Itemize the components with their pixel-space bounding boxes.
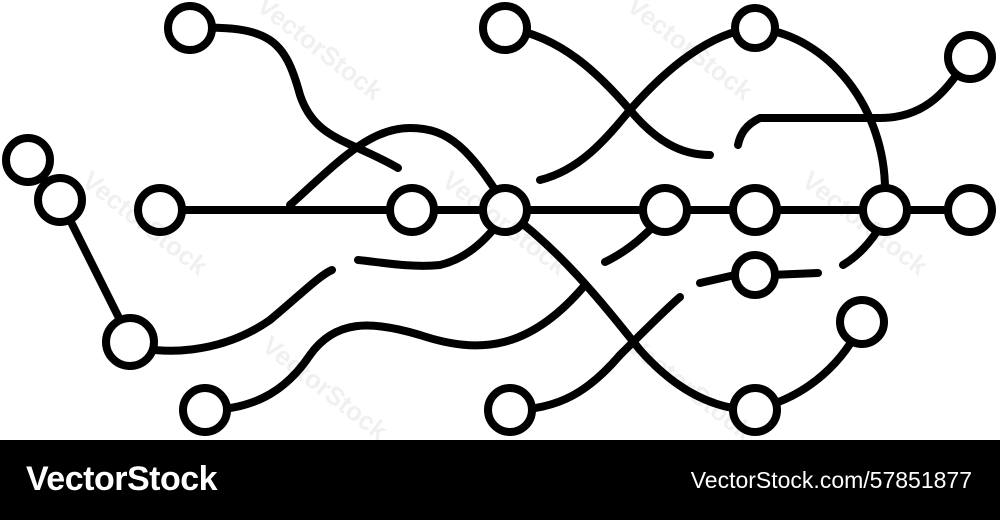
- line-top-left-curve: [186, 23, 402, 172]
- station-node: [134, 184, 186, 236]
- station-node: [179, 384, 231, 436]
- brand-logo-text: VectorStock: [26, 460, 218, 498]
- station-node: [729, 184, 781, 236]
- line-top-right: [734, 51, 974, 149]
- station-node: [484, 384, 536, 436]
- line-bottom-wave: [201, 281, 589, 414]
- line-top-crossing-b: [536, 24, 759, 184]
- station-node: [164, 2, 216, 54]
- line-right-arc: [751, 24, 889, 194]
- stock-id-text: VectorStock.com/57851877: [690, 467, 972, 493]
- station-node-hub: [479, 184, 531, 236]
- station-node: [729, 384, 781, 436]
- station-node: [34, 174, 86, 226]
- station-node: [639, 184, 691, 236]
- station-node: [102, 314, 158, 370]
- station-node: [2, 134, 54, 186]
- station-node: [731, 4, 779, 52]
- line-top-crossing-a: [501, 24, 714, 159]
- station-node: [731, 251, 779, 299]
- station-node: [944, 31, 996, 83]
- station-node: [479, 2, 531, 54]
- station-node: [386, 184, 438, 236]
- station-node: [859, 184, 911, 236]
- metro-lines-svg: [2, 2, 996, 436]
- line-lower-s-curve: [126, 266, 336, 355]
- station-node: [944, 184, 996, 236]
- station-node: [836, 296, 888, 348]
- line-mid-dash: [354, 211, 509, 270]
- line-hub-diagonal: [501, 206, 759, 414]
- line-bottom-rise: [506, 293, 684, 414]
- line-left-arc: [286, 124, 509, 209]
- metro-map-illustration: VectorStock VectorStock VectorStock Vect…: [2, 0, 996, 447]
- line-small-dash-left: [696, 271, 739, 287]
- footer-bar: VectorStock VectorStock.com/57851877: [0, 440, 1000, 520]
